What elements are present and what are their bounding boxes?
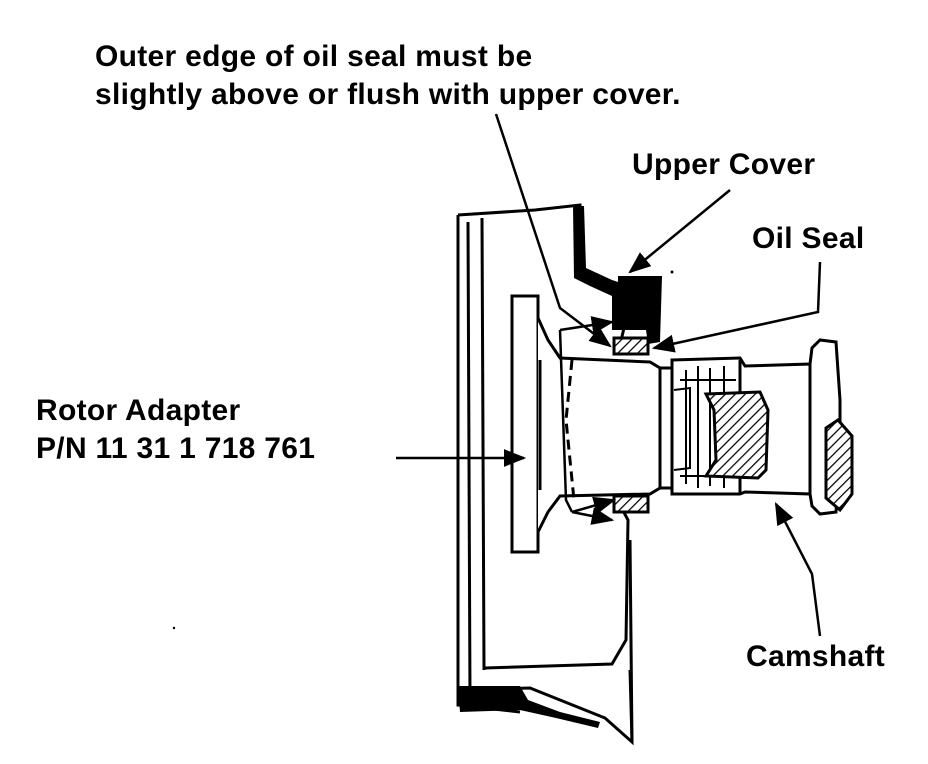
upper-cover-section bbox=[458, 206, 662, 728]
oil-seal-lower bbox=[612, 494, 650, 514]
oil-seal-label: Oil Seal bbox=[752, 222, 865, 255]
camshaft-leader bbox=[774, 501, 822, 637]
note-leader-lower bbox=[558, 329, 574, 513]
rotor-adapter bbox=[510, 294, 674, 554]
seal-position-note-line2: slightly above or flush with upper cover… bbox=[95, 78, 681, 111]
rotor-adapter-part-number: P/N 11 31 1 718 761 bbox=[36, 432, 316, 465]
leader-lines bbox=[396, 113, 822, 637]
note-leader-arrow-b bbox=[571, 496, 617, 515]
camshaft bbox=[670, 338, 854, 516]
scan-speck bbox=[670, 270, 674, 274]
oil-seal-leader bbox=[651, 261, 822, 353]
rotor-adapter-name: Rotor Adapter bbox=[36, 394, 241, 427]
scan-speck bbox=[172, 626, 176, 630]
upper-cover-label: Upper Cover bbox=[632, 148, 816, 181]
oil-seal-upper bbox=[612, 336, 650, 356]
camshaft-label: Camshaft bbox=[746, 640, 886, 673]
note-leader-arrow-c bbox=[571, 507, 615, 525]
seal-position-note-line1: Outer edge of oil seal must be bbox=[95, 40, 533, 73]
rotor-adapter-label: Rotor Adapter P/N 11 31 1 718 761 bbox=[36, 392, 315, 468]
note-leader-arrow-a bbox=[559, 316, 615, 334]
upper-cover-leader bbox=[628, 189, 731, 274]
seal-position-note: Outer edge of oil seal must be slightly … bbox=[95, 38, 681, 114]
